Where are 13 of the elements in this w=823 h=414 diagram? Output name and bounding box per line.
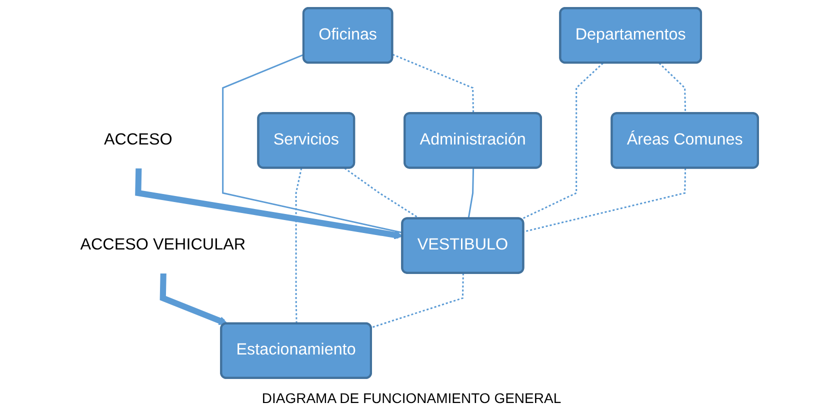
connector: [371, 273, 464, 328]
connector: [520, 62, 604, 220]
connector: [222, 54, 403, 234]
connector: [468, 168, 474, 219]
diagram-caption: DIAGRAMA DE FUNCIONAMIENTO GENERAL: [262, 389, 562, 408]
connector: [295, 168, 302, 324]
connector: [658, 62, 686, 114]
node-text: ACCESO: [104, 131, 172, 149]
arrow: [160, 273, 228, 326]
node-text: ACCESO VEHICULAR: [80, 236, 246, 254]
arrow: [135, 168, 404, 240]
connector: [392, 54, 474, 114]
connector: [524, 168, 686, 232]
